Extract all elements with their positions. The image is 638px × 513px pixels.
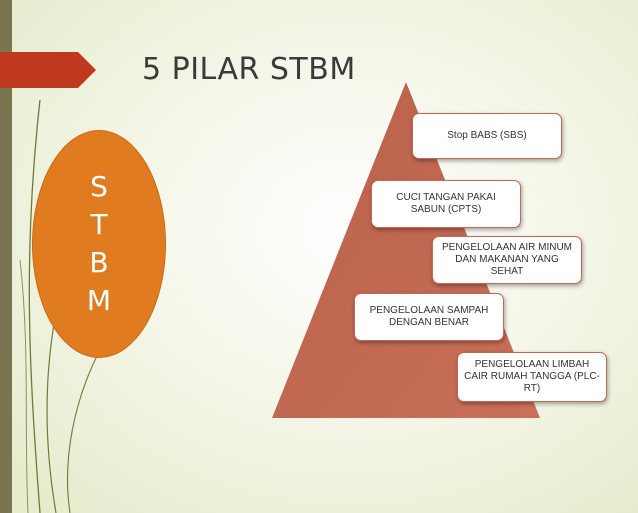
pillar-box-limbah-cair: PENGELOLAAN LIMBAH CAIR RUMAH TANGGA (PL…: [457, 352, 607, 402]
pillar-box-ctps: CUCI TANGAN PAKAI SABUN (CPTS): [371, 180, 521, 228]
acronym-letter: M: [86, 284, 112, 317]
left-sidebar-bar: [0, 0, 12, 513]
acronym-letter: S: [90, 170, 108, 203]
title-arrow-shape: [0, 52, 96, 88]
pillar-box-sampah: PENGELOLAAN SAMPAH DENGAN BENAR: [354, 293, 504, 341]
acronym-letter: B: [89, 246, 109, 279]
acronym-letter: T: [90, 208, 108, 241]
pillar-box-sbs: Stop BABS (SBS): [412, 113, 562, 159]
slide-title: 5 PILAR STBM: [142, 52, 356, 87]
stbm-acronym-oval: S T B M: [32, 130, 166, 358]
pillar-box-air-minum: PENGELOLAAN AIR MINUM DAN MAKANAN YANG S…: [432, 236, 582, 284]
